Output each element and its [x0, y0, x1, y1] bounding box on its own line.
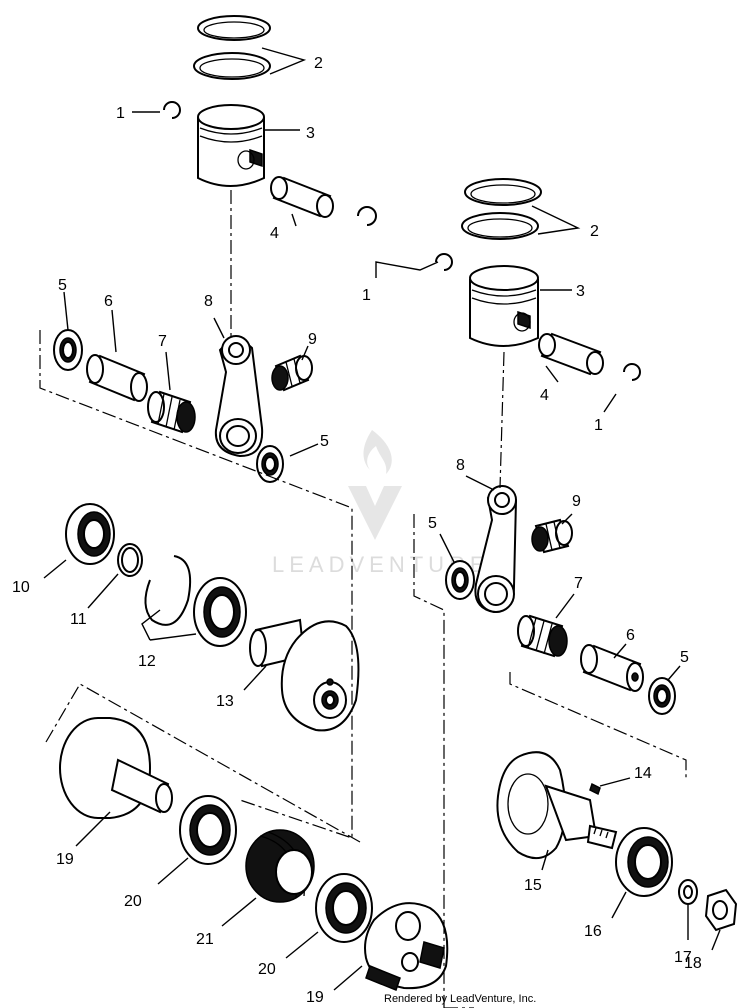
- woodruff-key: [589, 782, 601, 796]
- callout-nut: 18: [684, 955, 702, 972]
- needle-bearing-left-small: [271, 354, 313, 392]
- crank-flywheel-left: [59, 717, 173, 819]
- circlip-left-2: [357, 206, 377, 226]
- main-bearing-bottom-1: [179, 795, 237, 865]
- piston-rings-right: [461, 178, 542, 240]
- callout-wrist-pin: 4: [270, 225, 279, 242]
- callout-needle-bearing-small: 9: [572, 493, 581, 510]
- callout-circlip: 1: [116, 105, 125, 122]
- wrist-pin-right: [538, 332, 604, 376]
- callout-thrust-washer: 5: [680, 649, 689, 666]
- thrust-washer-left-1: [53, 329, 83, 371]
- main-bearing-left-lower: [193, 577, 247, 647]
- callout-labels: 1 2 3 4 1 2 3 4 1 5 6 7 8 9 5 8 9 5 7 6 …: [12, 55, 702, 1006]
- crank-half-left: [249, 618, 360, 732]
- crank-pin-left: [86, 354, 148, 402]
- watermark: LEADVENTURE: [272, 430, 485, 577]
- circlip-right-2: [623, 363, 641, 381]
- main-bearing-left-upper: [65, 503, 115, 565]
- callout-main-bearing-bottom: 20: [258, 961, 276, 978]
- callout-seal: 21: [196, 931, 214, 948]
- needle-bearing-right-small: [531, 518, 573, 554]
- callout-needle-bearing: 7: [574, 575, 583, 592]
- thrust-washer-right-2: [648, 677, 676, 715]
- needle-bearing-right-big: [517, 614, 568, 658]
- callout-thrust-washer: 5: [320, 433, 329, 450]
- callout-crank-half-right: 15: [524, 877, 542, 894]
- callout-connecting-rod: 8: [456, 457, 465, 474]
- callout-crank-pin: 6: [626, 627, 635, 644]
- callout-washer: 17: [674, 949, 692, 966]
- piston-right: [469, 265, 539, 347]
- callout-connecting-rod: 8: [204, 293, 213, 310]
- leadventure-v-icon: [348, 486, 402, 540]
- connecting-rod-left: [214, 335, 264, 458]
- callout-piston: 3: [306, 125, 315, 142]
- crank-half-right: [496, 751, 618, 859]
- callout-snap-ring: 11: [70, 611, 87, 628]
- callout-wrist-pin: 4: [540, 387, 549, 404]
- piston-left: [197, 104, 265, 187]
- main-bearing-right: [615, 827, 673, 897]
- washer-right: [678, 879, 698, 905]
- callout-needle-bearing: 7: [158, 333, 167, 350]
- callout-woodruff-key: 14: [634, 765, 652, 782]
- callout-piston-rings: 2: [590, 223, 599, 240]
- crank-half-bottom-right: [364, 902, 449, 991]
- callout-retaining-ring: 12: [138, 653, 156, 670]
- nut-right: [704, 888, 738, 932]
- snap-ring-small-left: [117, 543, 143, 577]
- callout-crank-flywheel: 19: [56, 851, 74, 868]
- wrist-pin-left: [270, 176, 334, 218]
- assembly-lines: [39, 190, 687, 1008]
- callout-main-bearing: 10: [12, 579, 30, 596]
- circlip-right-1: [435, 253, 453, 271]
- leader-lines: [43, 47, 721, 991]
- callout-crank-half-left: 13: [216, 693, 234, 710]
- leadventure-flame-icon: [363, 430, 392, 474]
- needle-bearing-left-big: [147, 390, 196, 434]
- crank-pin-right: [580, 644, 644, 692]
- callout-piston: 3: [576, 283, 585, 300]
- callout-main-bearing-right: 16: [584, 923, 602, 940]
- callout-circlip: 1: [594, 417, 603, 434]
- circlip-left-1: [163, 101, 181, 119]
- render-credit: Rendered by LeadVenture, Inc.: [384, 993, 536, 1005]
- callout-piston-rings: 2: [314, 55, 323, 72]
- callout-needle-bearing-small: 9: [308, 331, 317, 348]
- seal-gear-21: [245, 829, 315, 903]
- callout-crank-half-bottom: 19: [306, 989, 324, 1006]
- piston-rings-left: [193, 15, 271, 80]
- thrust-washer-left-2: [256, 445, 284, 483]
- callout-main-bearing-bottom: 20: [124, 893, 142, 910]
- thrust-washer-right-1: [445, 560, 475, 600]
- callout-thrust-washer: 5: [428, 515, 437, 532]
- retaining-ring-left: [144, 555, 192, 626]
- connecting-rod-right: [474, 485, 518, 614]
- callout-circlip: 1: [362, 287, 371, 304]
- callout-crank-pin: 6: [104, 293, 113, 310]
- callout-thrust-washer: 5: [58, 277, 67, 294]
- main-bearing-bottom-2: [315, 873, 373, 943]
